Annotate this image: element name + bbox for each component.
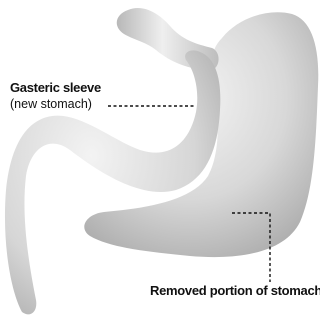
sleeve-label-subtitle: (new stomach) <box>10 97 92 111</box>
sleeve-label-title: Gasteric sleeve <box>10 80 101 95</box>
removed-portion-label: Removed portion of stomach <box>150 283 320 298</box>
